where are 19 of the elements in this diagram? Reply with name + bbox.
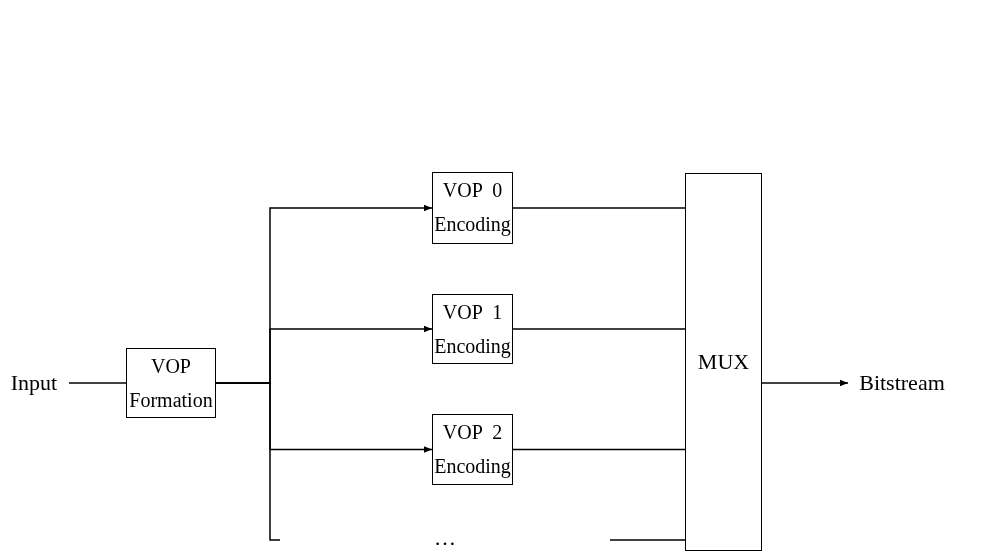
box-label: Encoding — [434, 212, 511, 238]
box-label: MUX — [697, 348, 750, 376]
process-box — [126, 348, 216, 418]
connector-arrow — [215, 382, 433, 453]
multiplexer-box — [685, 173, 762, 551]
label-text: Bitstream — [852, 366, 952, 400]
box-label: Encoding — [434, 334, 511, 360]
box-label: Encoding — [434, 454, 511, 480]
ellipsis-text: … — [433, 524, 457, 552]
connector-arrow — [761, 379, 849, 387]
process-box — [432, 172, 513, 244]
box-label: VOP 0 — [442, 178, 503, 203]
box-label: Formation — [129, 388, 213, 413]
box-label: VOP 2 — [442, 420, 503, 445]
label-text: Input — [5, 366, 63, 400]
box-label: VOP 1 — [442, 300, 503, 325]
box-label: VOP — [151, 354, 191, 379]
process-box — [432, 294, 513, 364]
process-box — [432, 414, 513, 485]
